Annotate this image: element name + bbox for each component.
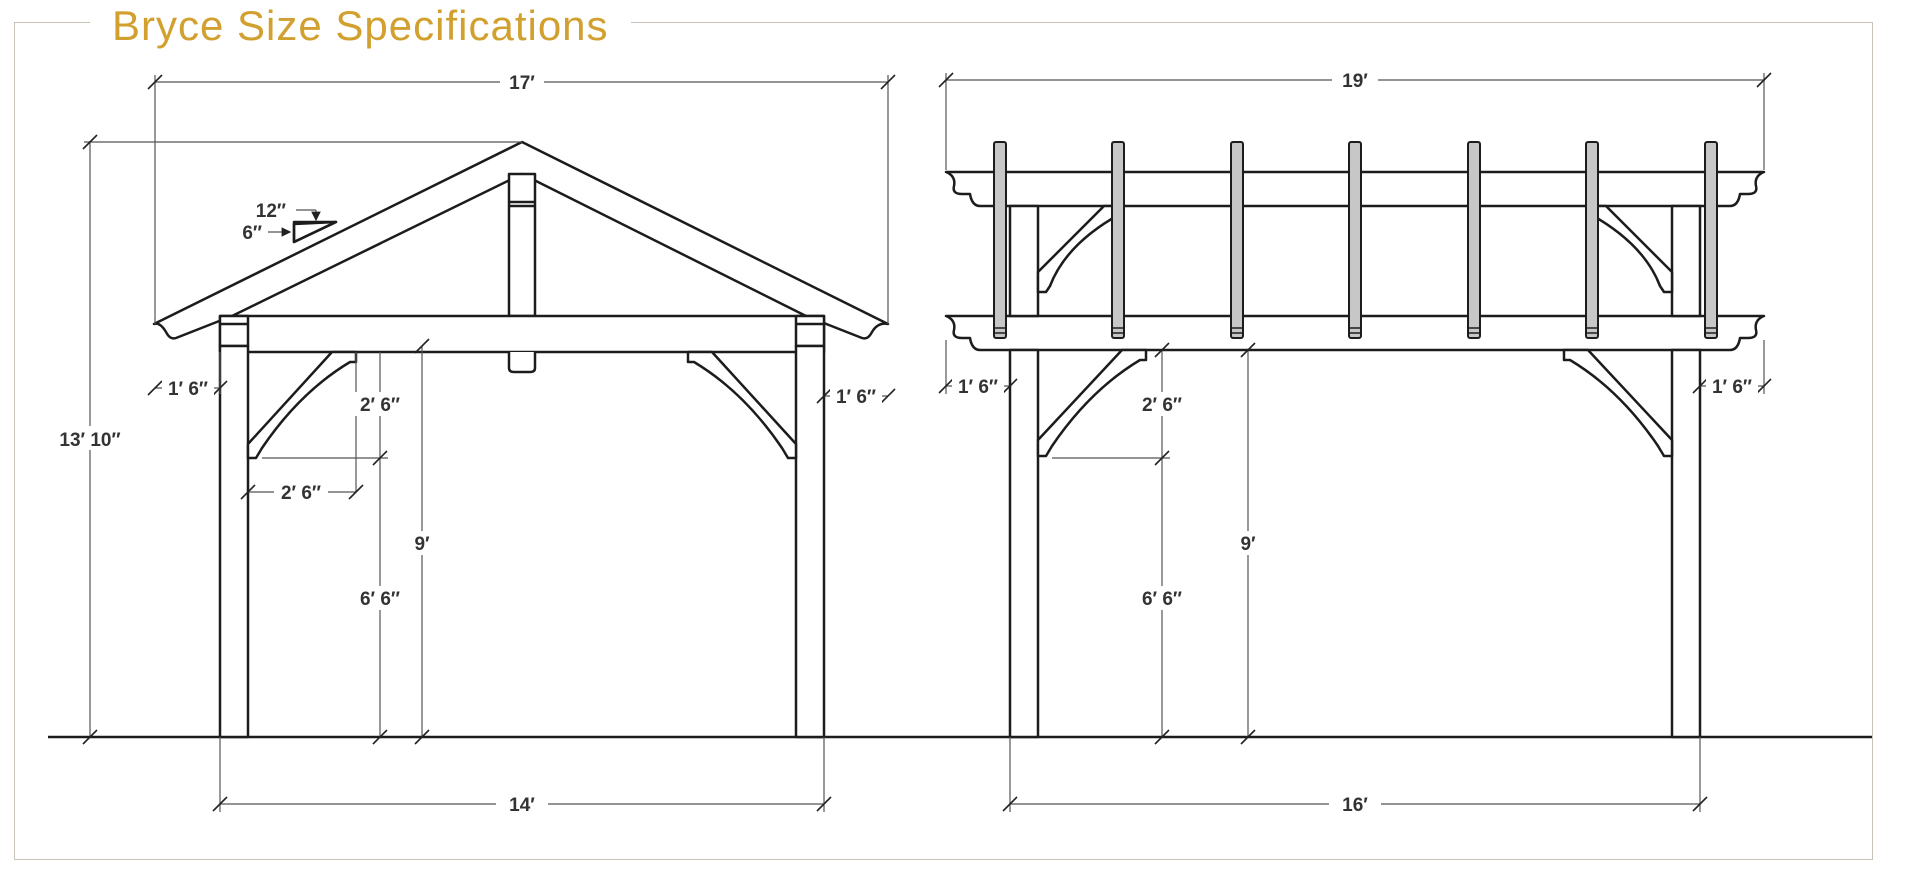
side-overhang-right-label: 1′ 6″ <box>1712 377 1752 398</box>
front-view <box>152 140 890 739</box>
front-clearance-label: 6′ 6″ <box>360 589 400 610</box>
side-brace-left <box>1036 348 1148 458</box>
front-dimensions: 17′ 13′ 10″ 12″ 6″ 1′ 6″ 1′ 6″ <box>50 70 896 816</box>
front-post-right <box>794 344 826 739</box>
drawing-frame <box>14 22 1873 860</box>
side-rafters <box>993 141 1718 339</box>
front-brace-horizontal-label: 2′ 6″ <box>281 483 321 504</box>
side-dimensions: 19′ 1′ 6″ 1′ 6″ 2′ 6″ 6′ 6″ 9′ <box>938 68 1772 816</box>
front-overhang-left-label: 1′ 6″ <box>168 379 208 400</box>
tie-beam <box>218 314 826 354</box>
front-height-label: 13′ 10″ <box>59 430 120 451</box>
side-clear-height-label: 9′ <box>1240 534 1256 555</box>
side-post-span-label: 16′ <box>1342 795 1368 816</box>
side-post-left <box>1008 348 1040 739</box>
side-brace-right <box>1562 348 1674 458</box>
side-length-label: 19′ <box>1342 71 1368 92</box>
side-post-right <box>1670 348 1702 739</box>
front-clear-height-label: 9′ <box>414 534 430 555</box>
side-view <box>944 141 1766 739</box>
front-width-label: 17′ <box>509 73 535 94</box>
front-overhang-right-label: 1′ 6″ <box>836 387 876 408</box>
side-clearance-label: 6′ 6″ <box>1142 589 1182 610</box>
side-brace-vertical-label: 2′ 6″ <box>1142 395 1182 416</box>
front-brace-left <box>246 350 358 460</box>
front-post-span-label: 14′ <box>509 795 535 816</box>
front-post-left <box>218 344 250 739</box>
page-title: Bryce Size Specifications <box>90 0 631 52</box>
front-brace-vertical-label: 2′ 6″ <box>360 395 400 416</box>
side-overhang-left-label: 1′ 6″ <box>958 377 998 398</box>
pitch-run-label: 12″ <box>256 201 286 222</box>
pitch-rise-label: 6″ <box>242 223 262 244</box>
front-brace-right <box>686 350 798 460</box>
king-post <box>507 172 537 318</box>
